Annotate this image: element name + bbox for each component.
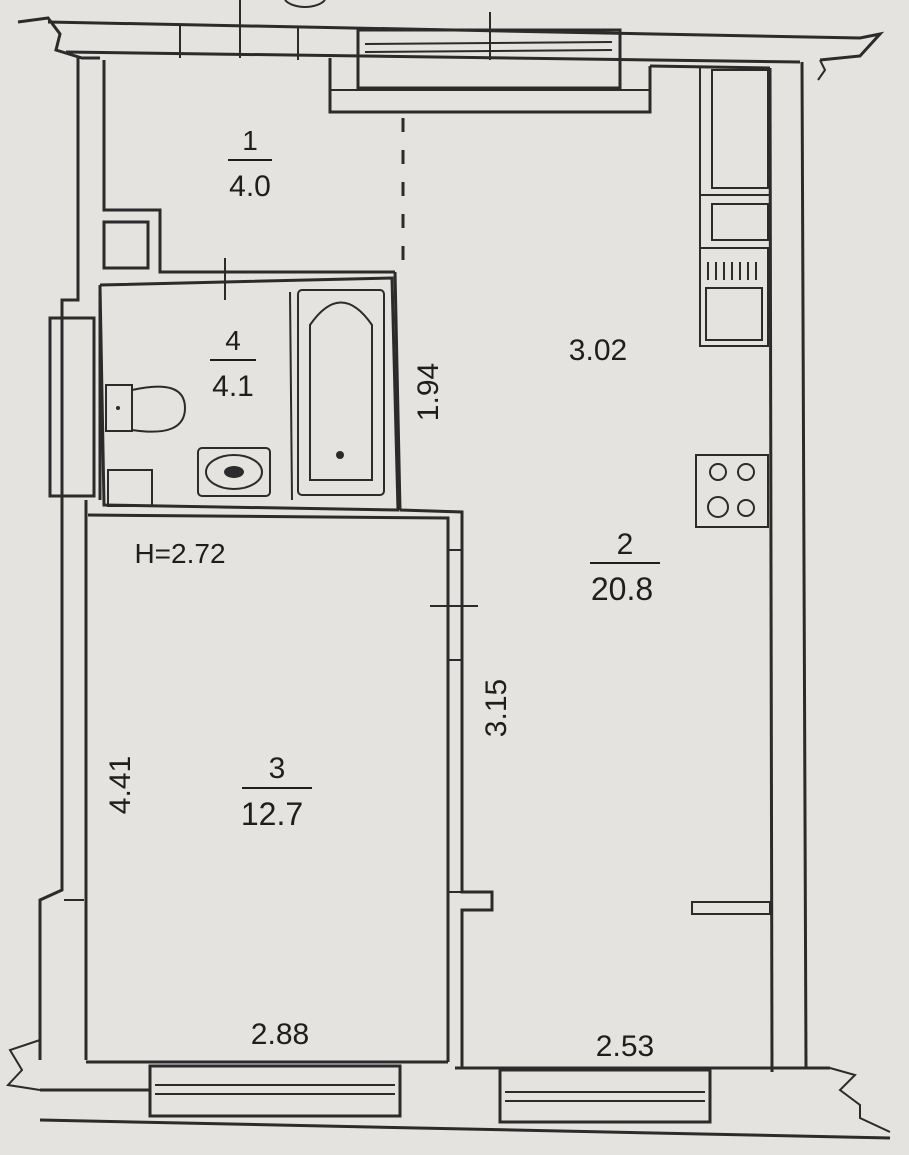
room-area: 4.0 [229,170,271,203]
room-3-label: 3 12.7 [241,752,312,832]
ceiling-height: H=2.72 [134,538,225,569]
room-number: 4 [225,325,241,356]
fridge-grille [707,262,757,280]
room-number: 1 [242,125,258,156]
dimension-1-94: 1.94 [412,363,445,421]
dimension-2-53: 2.53 [596,1030,654,1063]
room-number: 2 [617,528,634,561]
top-exterior-wall [17,0,885,64]
room-area: 20.8 [591,571,653,607]
utility-shaft [102,220,150,270]
top-window [328,28,652,114]
bathtub [297,289,385,496]
bottom-window-left [148,1064,402,1118]
room-number: 3 [269,752,286,785]
stove [695,454,769,528]
dimension-4-41: 4.41 [104,756,137,814]
toilet [105,384,187,433]
room-area: 12.7 [241,796,303,832]
bathroom-walls [98,258,402,512]
left-exterior-wall [5,58,170,1092]
dimension-3-02: 3.02 [569,334,627,367]
bottom-window-right [498,1068,712,1124]
room-4-label: 4 4.1 [210,325,256,403]
dimension-2-88: 2.88 [251,1018,309,1051]
room-area: 4.1 [212,370,254,403]
dimension-3-15: 3.15 [480,679,513,737]
sink [197,447,271,497]
wall-stub [691,901,771,915]
bottom-exterior-edge [39,1118,891,1140]
right-exterior-wall [86,59,891,1133]
partition-wall [87,508,494,1068]
room-2-label: 2 20.8 [590,528,660,607]
kitchen-counter [699,68,770,347]
room-1-label: 1 4.0 [228,125,272,203]
